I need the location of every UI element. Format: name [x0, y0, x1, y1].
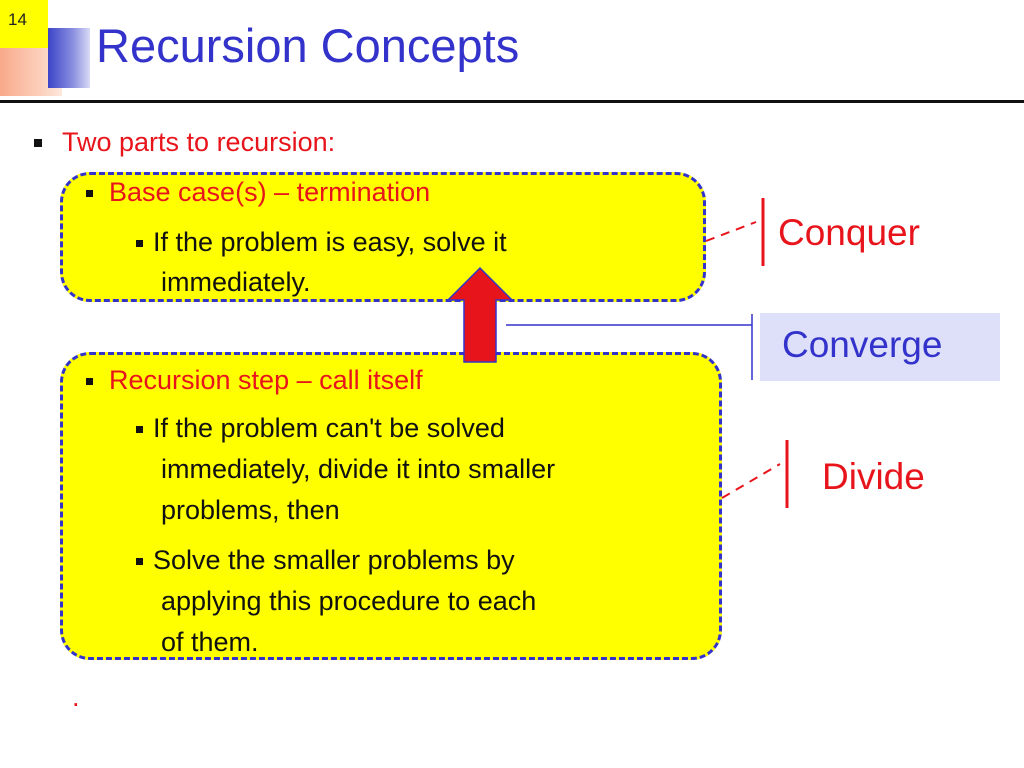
recursion-item-1-line-2: immediately, divide it into smaller — [161, 454, 556, 484]
bullet-intro-text: Two parts to recursion: — [62, 127, 336, 157]
divide-dashed-connector — [721, 463, 781, 499]
recursion-item-2-line-1: Solve the smaller problems by — [153, 545, 515, 575]
recursion-step-heading-text: Recursion step – call itself — [109, 365, 423, 395]
conquer-dashed-connector — [705, 221, 757, 242]
recursion-item-1-line-1: If the problem can't be solved — [153, 413, 505, 443]
recursion-step-heading: Recursion step – call itself — [86, 364, 423, 397]
recursion-item-2: Solve the smaller problems by — [136, 544, 515, 577]
recursion-item-2-line-2: applying this procedure to each — [161, 586, 537, 616]
base-case-heading: Base case(s) – termination — [86, 176, 430, 209]
recursion-step-box — [60, 352, 722, 660]
divide-label: Divide — [822, 456, 925, 497]
slide-number: 14 — [8, 10, 27, 29]
square-bullet-icon — [86, 190, 93, 197]
header-decoration-yellow — [0, 0, 48, 48]
base-case-item: If the problem is easy, solve it — [136, 226, 507, 259]
square-bullet-icon — [34, 139, 42, 147]
conquer-label: Conquer — [778, 212, 920, 253]
square-bullet-icon — [136, 426, 143, 433]
recursion-item-1: If the problem can't be solved — [136, 412, 505, 445]
slide-title: Recursion Concepts — [96, 19, 520, 72]
base-case-line-1: If the problem is easy, solve it — [153, 227, 507, 257]
converge-label-background — [760, 313, 1000, 381]
recursion-item-2-line-3: of them. — [161, 627, 259, 657]
bullet-intro: Two parts to recursion: — [34, 126, 335, 159]
base-case-box — [60, 172, 706, 302]
square-bullet-icon — [86, 378, 93, 385]
recursion-item-1-line-3: problems, then — [161, 495, 340, 525]
square-bullet-icon — [136, 558, 143, 565]
title-divider — [0, 100, 1024, 103]
base-case-line-2: immediately. — [161, 267, 311, 297]
converge-label: Converge — [782, 324, 943, 365]
up-arrow-icon — [446, 266, 514, 363]
header-decoration-blue — [48, 28, 90, 88]
base-case-heading-text: Base case(s) – termination — [109, 177, 431, 207]
trailing-dot: . — [72, 682, 80, 712]
square-bullet-icon — [136, 240, 143, 247]
